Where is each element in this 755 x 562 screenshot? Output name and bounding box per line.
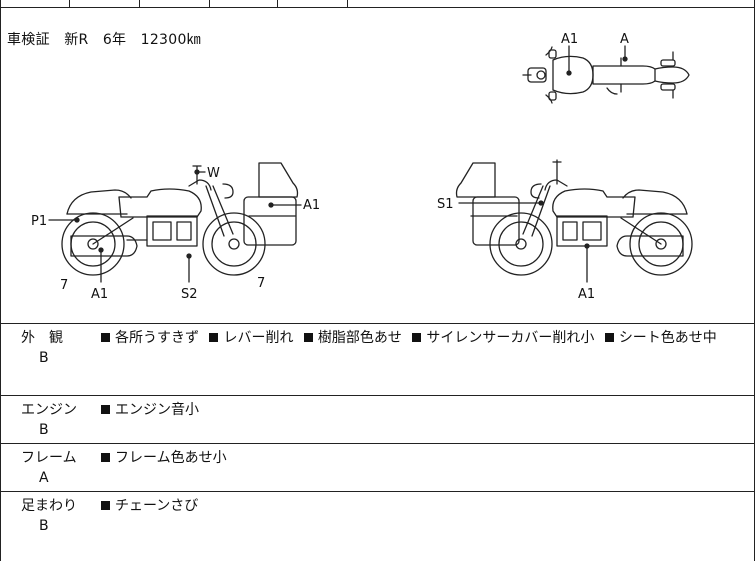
section-frame: フレーム A フレーム色あせ小	[1, 443, 754, 491]
right-side-bike	[455, 159, 693, 276]
left-side-bike	[61, 162, 299, 276]
note-item: フレーム色あせ小	[115, 450, 227, 466]
note-item: エンジン音小	[115, 402, 199, 418]
section-category: 足まわり	[21, 498, 77, 514]
label-left-s2: S2	[181, 287, 198, 302]
bullet-square-icon	[101, 501, 110, 510]
label-left-a1-bag: A1	[303, 198, 320, 213]
section-notes: フレーム色あせ小	[101, 448, 233, 468]
bullet-square-icon	[209, 333, 219, 342]
section-exterior: 外 観 B 各所うすきず レバー削れ 樹脂部色あせ サイレンサーカバー削れ小 シ…	[1, 323, 754, 395]
note-item: チェーンさび	[115, 498, 199, 514]
label-top-a1: A1	[561, 32, 578, 47]
note-item: シート色あせ中	[618, 330, 717, 346]
section-category: フレーム	[21, 450, 77, 466]
bullet-square-icon	[303, 333, 313, 342]
note-item: 樹脂部色あせ	[317, 330, 402, 346]
label-left-a1-bottom: A1	[91, 287, 108, 302]
bullet-square-icon	[604, 333, 614, 342]
label-top-a: A	[620, 32, 629, 47]
section-grade: A	[39, 470, 49, 486]
registration-line: 車検証 新R 6年 12300㎞	[7, 32, 201, 48]
top-cell	[139, 0, 210, 7]
section-grade: B	[39, 518, 49, 534]
top-cell	[69, 0, 140, 7]
note-item: 各所うすきず	[115, 330, 199, 346]
note-item: レバー削れ	[223, 330, 294, 346]
section-category: エンジン	[21, 402, 77, 418]
bullet-square-icon	[412, 333, 422, 342]
section-notes: 各所うすきず レバー削れ 樹脂部色あせ サイレンサーカバー削れ小 シート色あせ中	[101, 328, 723, 348]
section-notes: チェーンさび	[101, 496, 204, 516]
label-left-w: W	[207, 166, 220, 181]
note-item: サイレンサーカバー削れ小	[426, 330, 595, 346]
top-cell	[209, 0, 278, 7]
section-notes: エンジン音小	[101, 400, 205, 420]
section-grade: B	[39, 350, 49, 366]
label-left-p1: P1	[31, 214, 47, 229]
section-suspension: 足まわり B チェーンさび	[1, 491, 754, 562]
section-engine: エンジン B エンジン音小	[1, 395, 754, 443]
top-table-strip	[1, 0, 754, 8]
top-cell	[277, 0, 348, 7]
section-grade: B	[39, 422, 49, 438]
top-cell	[1, 0, 70, 7]
label-right-s1: S1	[437, 197, 454, 212]
label-right-a1-bottom: A1	[578, 287, 595, 302]
motorcycle-diagram: A1 A W P1 A1 7 A1 S2 7 S1 A1	[31, 32, 693, 302]
label-left-7a: 7	[60, 278, 68, 293]
label-left-7b: 7	[257, 276, 265, 291]
bullet-square-icon	[101, 453, 110, 462]
bullet-square-icon	[101, 333, 110, 342]
section-category: 外 観	[21, 330, 63, 346]
top-view-bike	[522, 46, 690, 104]
bullet-square-icon	[101, 405, 110, 414]
